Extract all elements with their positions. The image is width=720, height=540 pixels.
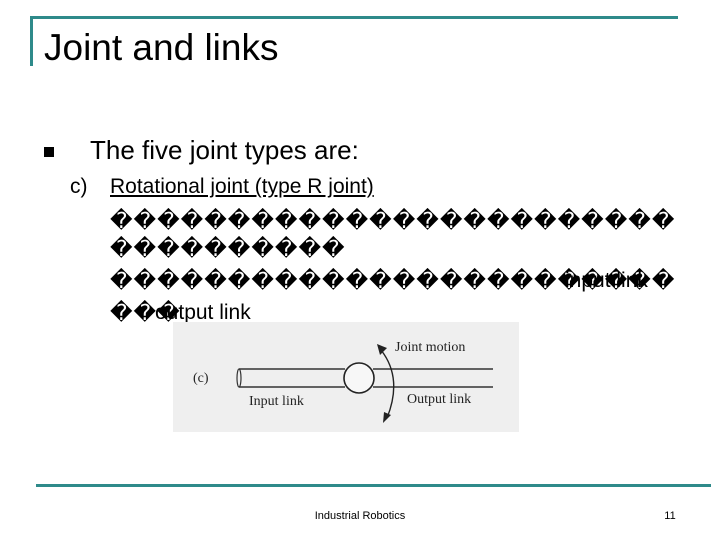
top-rule [30, 16, 678, 19]
garbled-text-line-3: ������������������������ [110, 268, 676, 293]
garbled-text-line-2: ���������� [110, 236, 346, 261]
rotational-joint-figure: (c) Joint motion Input link Output link [173, 322, 519, 432]
figure-label: (c) [193, 371, 209, 386]
output-link-label: Output link [407, 392, 471, 407]
footer-text: Industrial Robotics [314, 510, 406, 522]
garbled-text-line-4: ��� [110, 300, 181, 325]
bullet-text: The five joint types are: [90, 135, 359, 165]
garbled-text-line-1: ������������������������ [110, 208, 676, 233]
inline-input-link-text: input link [565, 269, 648, 292]
item-title: Rotational joint (type R joint) [110, 175, 374, 198]
rotational-joint-diagram: (c) Joint motion Input link Output link [193, 340, 493, 423]
item-label: c) [70, 175, 88, 198]
joint-motion-arrowhead-top [377, 344, 387, 355]
slide-title: Joint and links [44, 27, 279, 68]
page-number: 11 [664, 510, 676, 522]
footer-rule [36, 484, 711, 487]
input-link-label: Input link [249, 394, 304, 409]
inline-output-link-text: output link [155, 301, 251, 324]
bullet-square-icon [44, 147, 54, 157]
joint-motion-label: Joint motion [395, 340, 465, 355]
left-rule [30, 16, 33, 66]
joint-motion-arrowhead-bottom [383, 412, 391, 423]
joint-motion-arrow [380, 349, 395, 419]
input-link-end [236, 368, 242, 388]
joint-circle [343, 362, 375, 394]
